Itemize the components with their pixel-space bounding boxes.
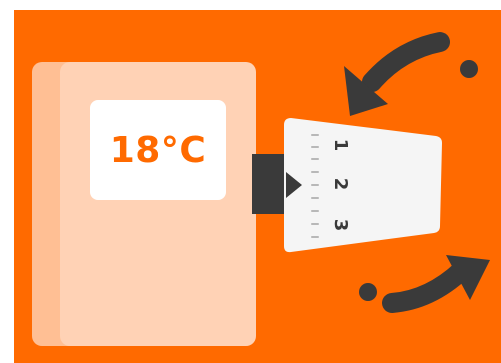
rotate-clockwise-arrow-icon	[359, 255, 490, 303]
dial-label-1: 1	[330, 135, 350, 155]
rotary-dial	[284, 118, 442, 252]
dial-label-3: 3	[330, 215, 350, 235]
rotate-counterclockwise-arrow-icon	[344, 42, 478, 116]
temperature-value: 18°C	[90, 100, 226, 200]
dial-label-2: 2	[330, 174, 350, 194]
